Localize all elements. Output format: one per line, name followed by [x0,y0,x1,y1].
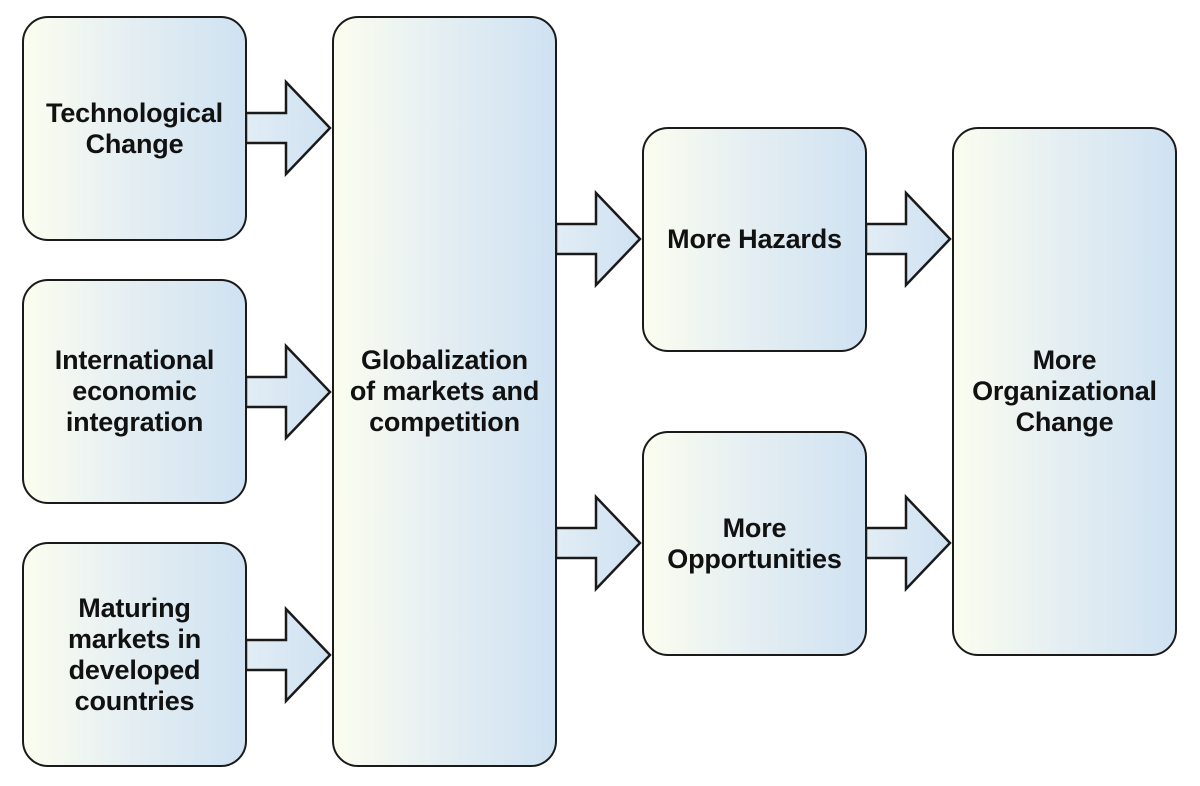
international-integration-label: International economic integration [54,345,215,437]
arrow-tech-to-globalization [244,78,332,178]
maturing-markets-label: Maturing markets in developed countries [67,592,202,716]
more-hazards-label: More Hazards [667,224,842,254]
technological-change-label: Technological Change [46,97,223,159]
organizational-change-label: More Organizational Change [972,345,1157,437]
maturing-markets-box: Maturing markets in developed countries [22,542,247,767]
arrow-opportunities-to-organizational [864,493,952,593]
globalization-box: Globalization of markets and competition [332,16,557,767]
more-opportunities-box: More Opportunities [642,431,867,656]
arrow-hazards-to-organizational [864,189,952,289]
arrow-maturing-to-globalization [244,605,332,705]
more-opportunities-label: More Opportunities [667,512,842,574]
more-hazards-box: More Hazards [642,127,867,352]
technological-change-box: Technological Change [22,16,247,241]
arrow-globalization-to-opportunities [554,493,642,593]
globalization-label: Globalization of markets and competition [349,345,540,437]
international-integration-box: International economic integration [22,279,247,504]
organizational-change-box: More Organizational Change [952,127,1177,656]
arrow-intl-to-globalization [244,342,332,442]
arrow-globalization-to-hazards [554,189,642,289]
